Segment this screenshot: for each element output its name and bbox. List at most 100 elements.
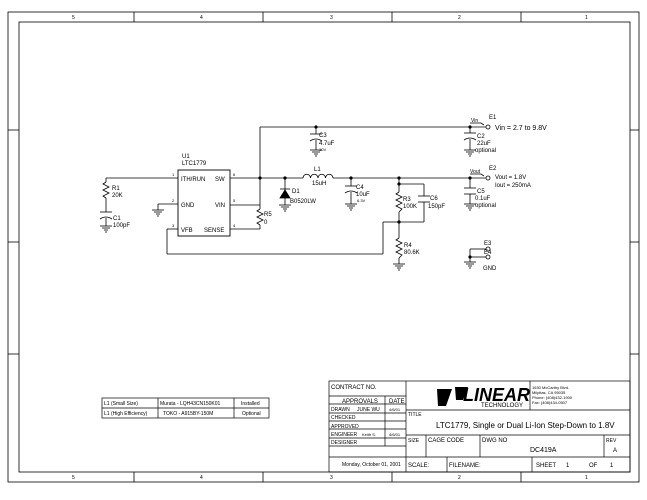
of-label: OF [589, 463, 598, 469]
address-line: 1630 McCarthy Blvd. [532, 385, 569, 390]
linear-logo: LINEAR TECHNOLOGY [437, 385, 530, 409]
c4-ref: C4 [356, 185, 364, 191]
junction-dots [258, 125, 472, 259]
terminal-e1-label: E1 [489, 115, 497, 121]
ic-body [177, 169, 231, 237]
terminal-e4 [485, 254, 491, 260]
r3-ref: R3 [403, 197, 411, 203]
terminal-e4-label: E4 [484, 250, 492, 256]
terminal-e3 [485, 246, 491, 252]
approvals-label: APPROVALS [342, 399, 378, 405]
rev-label: REV [606, 438, 617, 444]
pin-number: 1 [172, 172, 175, 177]
inductor-l1-symbol [302, 173, 334, 179]
resistor-r5-symbol [256, 208, 264, 226]
d1-value: B0520LW [290, 199, 316, 205]
r3-value: 100K [403, 204, 417, 210]
d1-ref: D1 [292, 189, 300, 195]
resistor-r3-symbol [395, 191, 403, 213]
logo-mark [437, 389, 452, 406]
r4-value: 80.6K [404, 250, 420, 256]
table-cell: Murata - LQH43CN150K01 [160, 401, 221, 407]
terminal-e2-label: E2 [489, 166, 497, 172]
drawing-title: LTC1779, Single or Dual Li-Ion Step-Down… [436, 421, 615, 430]
ground-symbol [393, 263, 405, 271]
inner-border [18, 21, 631, 473]
ground-symbol [464, 203, 476, 211]
c3-ref: C3 [319, 133, 327, 139]
c5-value: 0.1uF [475, 196, 491, 202]
c5-optional: optional [475, 203, 496, 209]
pin-label-vfb: VFB [181, 228, 193, 234]
address-line: Milpitas, CA 95035 [532, 390, 566, 395]
pin-number: 4 [233, 223, 236, 228]
title-block: CONTRACT NO. APPROVALS DATE DRAWN JUNE W… [328, 380, 631, 473]
diode-d1-symbol [279, 186, 291, 199]
c6-value: 150pF [428, 204, 445, 210]
engineer-name: Keith S. [362, 432, 376, 437]
ground-symbol [152, 209, 164, 217]
ic-part: LTC1779 [182, 161, 207, 167]
pin-label-sw: SW [215, 177, 225, 183]
rev-value: A [613, 448, 617, 454]
c3-value: 4.7uF [319, 141, 335, 147]
filename-label: FILENAME: [449, 463, 481, 469]
terminal-e3-label: E3 [484, 241, 492, 247]
capacitor-c5-symbol [464, 187, 476, 195]
l1-value: 15uH [312, 181, 326, 187]
ground-symbol [100, 225, 112, 233]
net-tag-vin [470, 122, 485, 126]
dwg-no-label: DWG NO [482, 438, 508, 444]
sheet-number: 1 [566, 463, 570, 469]
c4-voltage: 6.3V [357, 198, 366, 203]
ground-symbol [464, 261, 476, 269]
border-number: 1 [585, 475, 588, 481]
company-name: LINEAR [463, 385, 530, 405]
table-cell: TOKO - A915BY-150M [163, 411, 213, 417]
address-line: Phone: (408)432-1900 [532, 395, 573, 400]
resistor-r1-symbol [102, 181, 110, 199]
sheet-label: SHEET [536, 463, 556, 469]
address-line: Fax: (408)434-0507 [532, 400, 568, 405]
r4-ref: R4 [404, 243, 412, 249]
drawn-by: JUNE WU [357, 407, 380, 413]
c1-ref: C1 [113, 216, 121, 222]
print-date: Monday, October 01, 2001 [342, 462, 401, 468]
capacitor-c3-symbol [309, 133, 323, 142]
sheet-total: 1 [610, 463, 614, 469]
company-sub: TECHNOLOGY [481, 403, 523, 409]
terminal-e1 [485, 124, 491, 130]
table-cell: L1 (Small Size) [104, 401, 138, 407]
engineer-label: ENGINEER [331, 432, 358, 438]
c2-value: 22uF [477, 141, 491, 147]
ic-u1: U1 LTC1779 ITH/RUN GND VFB SW VIN SENSE … [172, 154, 236, 237]
outer-border [7, 11, 640, 483]
r1-ref: R1 [112, 186, 120, 192]
pin-label-vin: VIN [215, 203, 225, 209]
border-number: 4 [200, 475, 203, 481]
border-number: 2 [458, 475, 461, 481]
table-cell: Optional [242, 411, 261, 417]
ground-symbol [310, 149, 322, 157]
terminal-e2 [485, 175, 491, 181]
drawn-label: DRAWN [331, 407, 350, 413]
c1-value: 100pF [113, 223, 130, 229]
iout-label: Iout = 250mA [495, 183, 531, 189]
r5-value: 0 [264, 220, 268, 226]
pin-label-gnd: GND [181, 203, 195, 209]
title-label: TITLE [408, 412, 422, 418]
border-number: 1 [585, 15, 588, 21]
c4-value: 10uF [356, 192, 370, 198]
checked-label: CHECKED [331, 415, 356, 421]
vin-label: Vin = 2.7 to 9.8V [495, 125, 547, 132]
table-cell: Installed [241, 401, 260, 407]
approved-label: APPROVED [331, 424, 359, 430]
c6-ref: C6 [430, 196, 438, 202]
inductor-table: L1 (Small Size) Murata - LQH43CN150K01 I… [101, 397, 270, 419]
ground-symbol [464, 149, 476, 157]
pin-number: 5 [233, 198, 236, 203]
capacitor-c6-symbol [418, 195, 430, 203]
ground-symbol [345, 203, 357, 211]
c3-voltage: 10V [319, 147, 326, 152]
